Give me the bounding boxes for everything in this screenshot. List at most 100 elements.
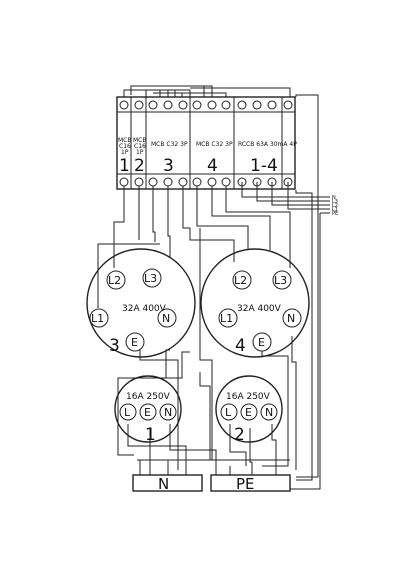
terminal-screw [192,100,202,110]
terminal-screw [119,100,129,110]
wire-l [229,424,247,466]
breaker-3-label: MCB C32 3P [151,141,188,148]
rccb-circuit: 1-4 [250,156,278,176]
pin-e-label: E [131,336,138,349]
pin-l-label: L [225,406,232,419]
pe-supply-wire [290,213,321,490]
wire-pe [249,428,252,463]
socket-4-number: 4 [235,336,246,356]
wire-l [199,372,211,460]
wire-c3 [167,186,171,258]
top-terminals [119,100,293,110]
pin-l2-label: L2 [234,274,247,287]
pin-l2 [232,270,252,290]
breaker-1-poles: 1P [121,149,129,156]
supply-wire [287,182,330,210]
pin-l2 [106,270,126,290]
breaker-strip: MCB C16 1P 1 MCB C16 1P 2 MCB C32 3P 3 M… [116,85,297,190]
terminal-screw [192,177,202,187]
circuit-wiring [97,186,297,474]
wire-n [199,228,213,460]
supply-label: L3 [332,199,338,205]
wire-c3 [152,186,156,242]
pin-l3 [272,270,292,290]
socket-2-number: 2 [234,425,245,445]
breaker-2-type: MCB [133,137,146,144]
top-busbar [153,92,227,97]
wire-c3 [97,243,160,308]
socket-1-outline [114,375,182,443]
socket-3-outline [86,248,196,358]
pin-n [260,403,278,421]
terminal-screw [252,100,262,110]
wire-c3-l1 [113,186,125,268]
socket-3-number: 3 [109,336,120,356]
neutral-busbar-label: N [158,475,169,493]
socket-1phase-1: 16A 250V L E N 1 [114,375,182,445]
breaker-2: MCB C16 1P 2 [133,137,146,176]
pin-e [252,332,272,352]
pin-l1-label: L1 [220,312,233,325]
top-busbar [190,87,291,97]
feed-wire [295,94,319,478]
supply-label: L1 [332,207,338,213]
terminal-screw [148,100,158,110]
socket-2-outline [215,375,283,443]
wire-l [127,424,187,460]
supply-cable: N L3 L2 L1 PE [241,94,338,490]
pin-e [240,403,258,421]
wire-c4 [211,186,271,250]
breaker-1: MCB C16 1P 1 [118,137,131,176]
earth-busbar-body [210,474,291,492]
pin-l3-label: L3 [144,272,157,285]
terminal-screw [163,100,173,110]
breaker-2-poles: 1P [136,149,144,156]
breaker-1-circuit: 1 [119,156,130,176]
earth-busbar-label: PE [236,475,255,493]
wire-n [117,351,190,456]
breaker-3-circuit: 3 [163,156,174,176]
supply-wire [256,182,330,202]
pin-l3 [142,268,162,288]
pin-l2-label: L2 [108,274,121,287]
pin-l [220,403,238,421]
pin-e-label: E [245,406,252,419]
terminal-screw [283,100,293,110]
terminal-screw [134,177,144,187]
pin-n-label: N [164,406,172,419]
socket-3-rating: 32A 400V [122,304,167,314]
pin-e [139,403,157,421]
terminal-screw [221,100,231,110]
socket-4-rating: 32A 400V [237,304,282,314]
rccb: RCCB 63A 30mA 4P 1-4 [238,141,297,176]
pin-n-label: N [287,312,295,325]
breaker-2-circuit: 2 [134,156,145,176]
pin-l3-label: L3 [274,274,287,287]
wire-n [291,336,297,470]
earth-busbar: PE [210,462,291,493]
pin-n [157,308,177,328]
terminal-screw [207,177,217,187]
socket-2-rating: 16A 250V [226,392,271,402]
pin-e-label: E [258,336,265,349]
wire-c4 [189,232,235,262]
terminal-screw [178,100,188,110]
pin-n-label: N [162,312,170,325]
wire-c4 [196,186,249,250]
terminal-screw [148,177,158,187]
pin-l1-label: L1 [91,312,104,325]
breaker-2-rating: C16 [134,143,146,150]
pin-n [159,403,177,421]
supply-label: N [332,195,336,201]
terminal-screw [178,177,188,187]
terminal-screw [221,177,231,187]
pin-l-label: L [124,406,131,419]
pin-n [282,308,302,328]
breaker-strip-outline [116,96,296,190]
wire-n [165,349,170,378]
terminal-screw [207,100,217,110]
socket-3phase-4: L2 L3 L1 N E 32A 400V 4 [200,248,310,358]
breaker-1-type: MCB [118,137,131,144]
terminal-screw [237,100,247,110]
